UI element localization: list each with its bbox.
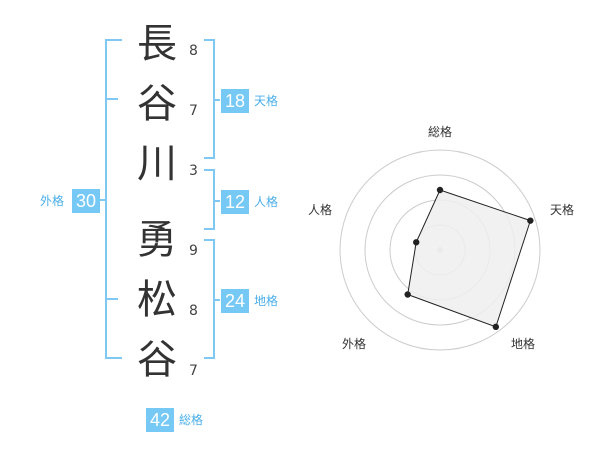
- stroke-count-1: 8: [189, 43, 198, 59]
- stroke-count-5: 8: [189, 303, 198, 319]
- radar-point-3: [492, 323, 500, 331]
- gaikaku-value-badge: 30: [72, 189, 100, 213]
- radar-axis-label-jinkaku: 人格: [308, 203, 333, 217]
- radar-ring-4: [339, 149, 541, 351]
- radar-point-1: [436, 186, 444, 194]
- radar-axis-label-tenkaku: 天格: [550, 203, 575, 217]
- name-char-3: 川: [137, 141, 177, 187]
- soukaku-value-badge: 42: [146, 408, 174, 432]
- jinkaku-bracket: [204, 169, 220, 230]
- jinkaku-value-badge: 12: [221, 190, 249, 214]
- name-char-2: 谷: [137, 81, 177, 127]
- radar-point-5: [413, 239, 420, 246]
- name-char-1: 長: [137, 21, 177, 67]
- gaikaku-label: 外格: [40, 194, 65, 208]
- radar-point-2: [527, 217, 534, 224]
- name-char-4: 勇: [137, 217, 177, 263]
- chikaku-value-badge: 24: [221, 289, 249, 313]
- chikaku-bracket: [204, 239, 220, 359]
- soukaku-label: 総格: [179, 413, 204, 427]
- tenkaku-label: 天格: [254, 94, 279, 108]
- stroke-count-3: 3: [189, 163, 198, 179]
- radar-axis-label-gaikaku: 外格: [342, 337, 367, 351]
- tenkaku-value-badge: 18: [221, 89, 249, 113]
- stroke-count-6: 7: [189, 363, 198, 379]
- radar-area: [407, 189, 532, 328]
- stroke-count-4: 9: [189, 243, 198, 259]
- chikaku-label: 地格: [254, 294, 279, 308]
- radar-point-4: [404, 291, 411, 298]
- radar-axis-label-chikaku: 地格: [511, 337, 536, 351]
- jinkaku-label: 人格: [254, 195, 279, 209]
- radar-axis-label-soukaku: 総格: [428, 125, 453, 139]
- tenkaku-bracket: [204, 39, 220, 159]
- name-char-6: 谷: [137, 337, 177, 383]
- stroke-count-2: 7: [189, 103, 198, 119]
- name-char-5: 松: [137, 277, 177, 323]
